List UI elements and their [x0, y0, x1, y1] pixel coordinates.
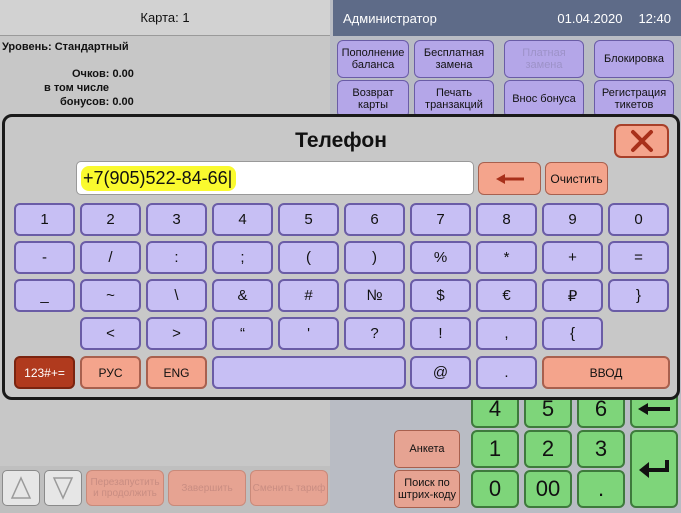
operator-header: Администратор 01.04.2020 12:40: [333, 0, 681, 36]
mode-english-button[interactable]: ENG: [146, 356, 207, 389]
dialog-title: Телефон: [295, 129, 387, 152]
space-key[interactable]: [212, 356, 406, 389]
key-slash[interactable]: /: [80, 241, 141, 274]
numpad-key-2[interactable]: 2: [524, 430, 572, 468]
phone-input-dialog: Телефон +7(905)522-84-66| Очистить 1 2 3…: [2, 114, 680, 400]
change-tariff-button[interactable]: Сменить тариф: [250, 470, 328, 506]
key-euro[interactable]: €: [476, 279, 537, 312]
key-8[interactable]: 8: [476, 203, 537, 236]
key-comma[interactable]: ,: [476, 317, 537, 350]
scroll-up-button[interactable]: [2, 470, 40, 506]
numpad-enter-button[interactable]: [630, 430, 678, 508]
numpad-key-3[interactable]: 3: [577, 430, 625, 468]
enter-arrow-icon: [639, 460, 669, 478]
numpad-key-0[interactable]: 0: [471, 470, 519, 508]
numpad-key-1[interactable]: 1: [471, 430, 519, 468]
key-open-brace[interactable]: {: [542, 317, 603, 350]
triangle-up-icon: [10, 476, 32, 499]
key-backslash[interactable]: \: [146, 279, 207, 312]
finish-button[interactable]: Завершить: [168, 470, 246, 506]
print-transactions-button[interactable]: Печать транзакций: [414, 80, 494, 118]
key-question[interactable]: ?: [344, 317, 405, 350]
key-dot[interactable]: .: [476, 356, 537, 389]
key-7[interactable]: 7: [410, 203, 471, 236]
close-dialog-button[interactable]: [614, 124, 669, 158]
key-apostrophe[interactable]: ': [278, 317, 339, 350]
key-greater-than[interactable]: >: [146, 317, 207, 350]
key-4[interactable]: 4: [212, 203, 273, 236]
mode-russian-button[interactable]: РУС: [80, 356, 141, 389]
including-label: в том числе: [44, 82, 110, 94]
key-quote[interactable]: “: [212, 317, 273, 350]
key-6[interactable]: 6: [344, 203, 405, 236]
numpad-key-dot[interactable]: .: [577, 470, 625, 508]
key-tilde[interactable]: ~: [80, 279, 141, 312]
card-title: Карта: 1: [140, 10, 190, 25]
key-plus[interactable]: +: [542, 241, 603, 274]
key-numero[interactable]: №: [344, 279, 405, 312]
key-9[interactable]: 9: [542, 203, 603, 236]
free-replace-button[interactable]: Бесплатная замена: [414, 40, 494, 78]
key-ruble[interactable]: ₽: [542, 279, 603, 312]
key-2[interactable]: 2: [80, 203, 141, 236]
triangle-down-icon: [52, 477, 74, 500]
top-up-balance-button[interactable]: Пополнение баланса: [337, 40, 409, 78]
key-less-than[interactable]: <: [80, 317, 141, 350]
key-hash[interactable]: #: [278, 279, 339, 312]
key-5[interactable]: 5: [278, 203, 339, 236]
key-semicolon[interactable]: ;: [212, 241, 273, 274]
bonuses-label: бонусов: 0.00: [60, 96, 134, 108]
paid-replace-button[interactable]: Платная замена: [504, 40, 584, 78]
backspace-button[interactable]: [478, 162, 541, 195]
key-underscore[interactable]: _: [14, 279, 75, 312]
barcode-search-button[interactable]: Поиск по штрих-коду: [394, 470, 460, 508]
key-3[interactable]: 3: [146, 203, 207, 236]
key-open-paren[interactable]: (: [278, 241, 339, 274]
level-label: Уровень: Стандартный: [2, 41, 129, 53]
scroll-down-button[interactable]: [44, 470, 82, 506]
key-at[interactable]: @: [410, 356, 471, 389]
return-card-button[interactable]: Возврат карты: [337, 80, 409, 118]
arrow-left-icon: [638, 403, 670, 415]
operator-name: Администратор: [343, 10, 437, 26]
key-ampersand[interactable]: &: [212, 279, 273, 312]
bonus-deposit-button[interactable]: Внос бонуса: [504, 80, 584, 118]
key-dollar[interactable]: $: [410, 279, 471, 312]
block-button[interactable]: Блокировка: [594, 40, 674, 78]
key-equals[interactable]: =: [608, 241, 669, 274]
current-time: 12:40: [638, 10, 671, 26]
clear-button[interactable]: Очистить: [545, 162, 608, 195]
points-label: Очков: 0.00: [72, 68, 134, 80]
enter-button[interactable]: ВВОД: [542, 356, 670, 389]
close-icon: [630, 130, 653, 152]
current-date: 01.04.2020: [557, 10, 623, 26]
key-0[interactable]: 0: [608, 203, 669, 236]
key-1[interactable]: 1: [14, 203, 75, 236]
phone-value: +7(905)522-84-66|: [81, 165, 237, 191]
register-tickets-button[interactable]: Регистрация тикетов: [594, 80, 674, 118]
card-header: Карта: 1: [0, 0, 330, 36]
phone-input[interactable]: +7(905)522-84-66|: [76, 161, 474, 195]
key-percent[interactable]: %: [410, 241, 471, 274]
key-asterisk[interactable]: *: [476, 241, 537, 274]
restart-continue-button[interactable]: Перезапустить и продолжить: [86, 470, 164, 506]
key-minus[interactable]: -: [14, 241, 75, 274]
key-exclamation[interactable]: !: [410, 317, 471, 350]
numpad-key-00[interactable]: 00: [524, 470, 572, 508]
questionnaire-button[interactable]: Анкета: [394, 430, 460, 468]
key-close-brace[interactable]: }: [608, 279, 669, 312]
key-close-paren[interactable]: ): [344, 241, 405, 274]
arrow-left-icon: [495, 173, 524, 184]
key-colon[interactable]: :: [146, 241, 207, 274]
mode-symbols-button[interactable]: 123#+=: [14, 356, 75, 389]
